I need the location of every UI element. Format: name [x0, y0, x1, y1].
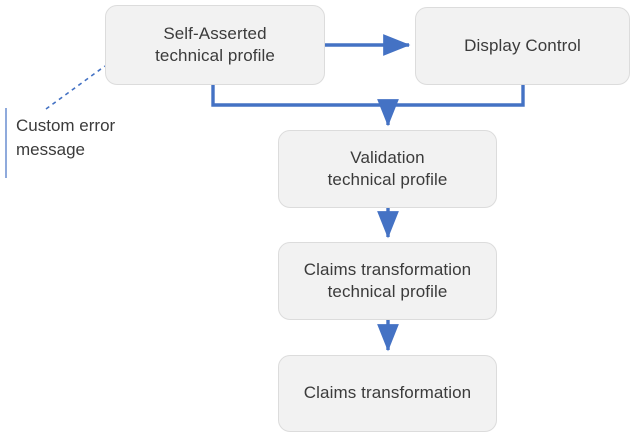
annotation-accent-bar: [5, 108, 7, 178]
callout-leader-line: [45, 65, 106, 110]
node-validation-technical-profile-label: Validation technical profile: [327, 147, 448, 189]
connector-display-control-to-bus: [388, 85, 525, 107]
node-display-control-label: Display Control: [464, 35, 581, 55]
node-claims-transformation-technical-profile[interactable]: Claims transformation technical profile: [278, 242, 497, 320]
node-self-asserted-technical-profile-label: Self-Asserted technical profile: [155, 23, 275, 65]
node-claims-transformation[interactable]: Claims transformation: [278, 355, 497, 432]
node-self-asserted-technical-profile[interactable]: Self-Asserted technical profile: [105, 5, 325, 85]
node-validation-technical-profile[interactable]: Validation technical profile: [278, 130, 497, 208]
node-claims-transformation-technical-profile-label: Claims transformation technical profile: [303, 259, 472, 301]
node-display-control[interactable]: Display Control: [415, 7, 630, 85]
annotation-custom-error-message: Custom error message: [16, 116, 116, 160]
connector-self-asserted-to-bus: [211, 85, 388, 107]
node-claims-transformation-label: Claims transformation: [303, 383, 472, 403]
